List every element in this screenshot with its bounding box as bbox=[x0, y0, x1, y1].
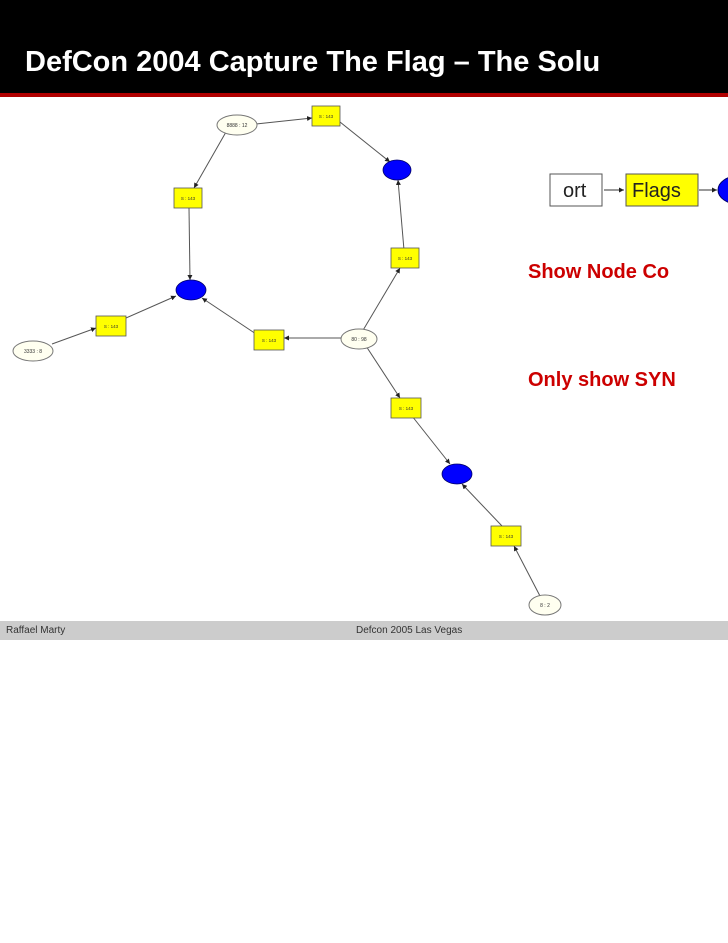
port-node-label: 3333 : 8 bbox=[24, 349, 42, 355]
port-node-label: 8888 : 12 bbox=[227, 123, 248, 129]
legend-port-box bbox=[549, 173, 603, 207]
legend-flags-box bbox=[625, 173, 699, 207]
target-node-2 bbox=[175, 279, 207, 301]
graph-diagram: 8888 : 12 3333 : 8 80 : 98 8 : 2 S : 143… bbox=[12, 105, 728, 616]
slide: DefCon 2004 Capture The Flag – The Solu bbox=[0, 0, 728, 640]
edge-top-flag-to-blue1 bbox=[339, 121, 391, 163]
edge-8888-to-top-flag bbox=[255, 116, 313, 125]
blank-area bbox=[0, 640, 728, 943]
port-node-label: 8 : 2 bbox=[540, 603, 550, 609]
flag-node-lower-left: S : 143 bbox=[95, 315, 127, 337]
slide-title: DefCon 2004 Capture The Flag – The Solu bbox=[25, 46, 601, 78]
flag-node-top: S : 143 bbox=[311, 105, 341, 127]
edge-3333-to-lower-left-flag bbox=[51, 327, 97, 345]
legend-port-label: ort bbox=[563, 180, 587, 202]
edge-80-to-right-flag bbox=[361, 267, 401, 333]
port-node-label: 80 : 98 bbox=[351, 337, 367, 343]
flag-node-label: S : 143 bbox=[181, 196, 196, 201]
port-node-8888: 8888 : 12 bbox=[216, 114, 258, 136]
flag-node-right: S : 143 bbox=[390, 247, 420, 269]
edge-right-flag-to-blue1 bbox=[395, 179, 405, 251]
edge-80-to-bottom-flag1 bbox=[365, 345, 401, 399]
footer-event: Defcon 2005 Las Vegas bbox=[356, 625, 463, 636]
legend-flags-label: Flags bbox=[632, 180, 681, 202]
legend: ort Flags bbox=[549, 173, 728, 207]
graph-edges bbox=[51, 116, 541, 597]
flag-node-bottom-1: S : 143 bbox=[390, 397, 422, 419]
edge-8888-to-left-flag bbox=[193, 131, 227, 189]
target-node-3 bbox=[441, 463, 473, 485]
flag-node-bottom-2: S : 143 bbox=[490, 525, 522, 547]
flag-node-label: S : 143 bbox=[262, 338, 277, 343]
legend-target-node bbox=[717, 177, 728, 203]
flag-node-label: S : 143 bbox=[104, 324, 119, 329]
target-node-1 bbox=[382, 159, 412, 181]
port-node-80: 80 : 98 bbox=[340, 328, 378, 350]
title-bar: DefCon 2004 Capture The Flag – The Solu bbox=[0, 0, 728, 97]
flag-node-label: S : 143 bbox=[399, 406, 414, 411]
only-show-syn-text: Only show SYN bbox=[528, 369, 676, 391]
edge-bottom-flag1-to-blue3 bbox=[411, 415, 451, 465]
footer-author: Raffael Marty bbox=[6, 625, 66, 636]
edge-mid-flag-to-blue2 bbox=[201, 297, 257, 335]
show-node-counts-text: Show Node Co bbox=[528, 261, 670, 283]
flag-node-label: S : 143 bbox=[319, 114, 334, 119]
edge-lower-left-flag-to-blue2 bbox=[125, 295, 177, 319]
flag-node-label: S : 143 bbox=[499, 534, 514, 539]
port-node-8: 8 : 2 bbox=[528, 594, 562, 616]
footer: Raffael Marty Defcon 2005 Las Vegas bbox=[0, 621, 728, 640]
flag-node-left: S : 143 bbox=[173, 187, 203, 209]
flag-node-middle: S : 143 bbox=[253, 329, 285, 351]
port-node-3333: 3333 : 8 bbox=[12, 340, 54, 362]
edge-8-to-bottom-flag2 bbox=[513, 545, 541, 597]
edge-bottom-flag2-to-blue3 bbox=[461, 483, 503, 527]
edge-left-flag-to-blue2 bbox=[187, 207, 193, 281]
flag-node-label: S : 143 bbox=[398, 256, 413, 261]
